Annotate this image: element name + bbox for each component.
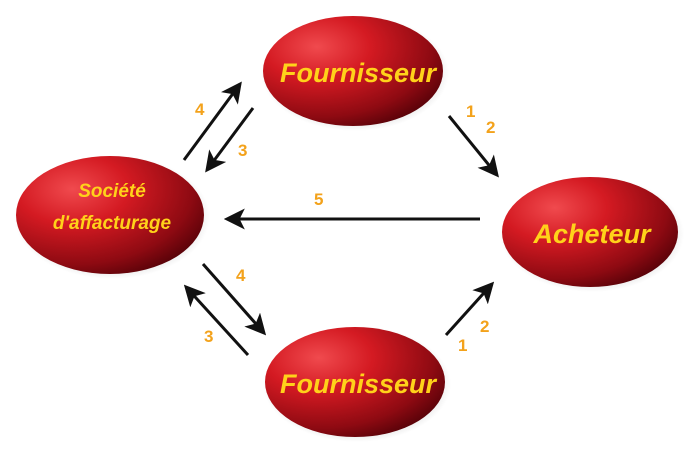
node-acheteur: Acheteur: [500, 176, 684, 292]
arrow-fournisseur-top-to-societe: [205, 107, 255, 173]
societe-label-line2: d'affacturage: [53, 213, 172, 234]
edge-label-bottom-acheteur-1: 1: [458, 336, 467, 355]
fournisseur-top-label: Fournisseur: [280, 58, 438, 88]
arrow-fournisseur-top-to-acheteur: [447, 115, 499, 178]
acheteur-label: Acheteur: [532, 219, 652, 249]
node-societe-affacturage: Société d'affacturage: [14, 155, 210, 279]
edge-label-bottom-acheteur-2: 2: [480, 317, 489, 336]
edge-label-acheteur-societe-5: 5: [314, 190, 323, 209]
edge-label-top-acheteur-2: 2: [486, 118, 495, 137]
edge-label-bottom-societe-3: 3: [204, 327, 213, 346]
arrow-societe-to-fournisseur-bottom: [201, 263, 267, 336]
edge-label-top-acheteur-1: 1: [466, 102, 475, 121]
arrow-fournisseur-bottom-to-acheteur: [444, 281, 495, 337]
arrow-fournisseur-bottom-to-societe: [183, 284, 250, 357]
node-fournisseur-bottom: Fournisseur: [263, 326, 451, 442]
edge-label-top-societe-3: 3: [238, 141, 247, 160]
node-fournisseur-top: Fournisseur: [261, 15, 449, 131]
arrow-societe-to-fournisseur-top: [182, 81, 242, 161]
edge-label-societe-top-4: 4: [195, 100, 205, 119]
edge-label-societe-bottom-4: 4: [236, 266, 246, 285]
fournisseur-bottom-label: Fournisseur: [280, 369, 438, 399]
societe-label-line1: Société: [78, 181, 146, 202]
